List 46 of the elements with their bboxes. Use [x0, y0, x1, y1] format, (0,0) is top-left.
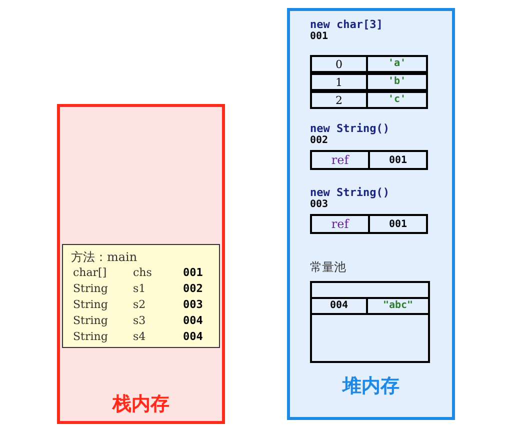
value-cell-text: 'c' — [386, 93, 408, 107]
address-label: 003 — [310, 200, 330, 212]
heap-memory-panel — [287, 8, 455, 420]
address-label: 002 — [310, 136, 330, 148]
value-cell-text: "abc" — [382, 299, 414, 313]
array-row — [310, 91, 428, 109]
method-frame — [62, 244, 220, 348]
variable-label: s1 — [133, 283, 147, 297]
address-value: 004 — [183, 331, 204, 345]
variable-label: s4 — [133, 331, 147, 345]
address-value: 004 — [183, 315, 204, 329]
array-row — [310, 55, 428, 73]
index-cell: 0 — [312, 57, 368, 71]
reference-cell: ref — [310, 150, 370, 170]
pool-row — [310, 297, 430, 315]
pool-heading: 常量池 — [310, 261, 347, 275]
variable-label: s2 — [133, 299, 147, 313]
address-value: 003 — [183, 299, 204, 313]
reference-cell: ref — [310, 214, 370, 234]
pool-area — [310, 315, 430, 363]
code-heading: new String() — [310, 123, 390, 136]
variable-label: chs — [133, 267, 153, 281]
value-cell-text: 'a' — [386, 57, 408, 71]
value-cell-text: 'b' — [386, 75, 408, 89]
type-label: String — [73, 315, 109, 329]
address-cell: 001 — [368, 214, 428, 234]
variable-label: s3 — [133, 315, 147, 329]
address-value: 001 — [183, 267, 204, 281]
type-label: String — [73, 299, 109, 313]
type-label: String — [73, 283, 109, 297]
type-label: char[] — [73, 267, 108, 281]
panel-title: 栈内存 — [110, 395, 170, 417]
address-label: 001 — [310, 32, 330, 44]
code-heading: new String() — [310, 187, 390, 200]
stack-memory-panel — [57, 104, 225, 424]
array-row — [310, 73, 428, 91]
index-cell: 004 — [312, 299, 368, 313]
index-cell: 2 — [312, 93, 368, 107]
type-label: String — [73, 331, 109, 345]
pool-row — [310, 281, 430, 297]
index-cell: 1 — [312, 75, 368, 89]
address-value: 002 — [183, 283, 204, 297]
frame-title: 方法：main — [71, 251, 138, 265]
code-heading: new char[3] — [310, 19, 384, 32]
address-cell: 001 — [368, 150, 428, 170]
panel-title: 堆内存 — [340, 377, 400, 399]
